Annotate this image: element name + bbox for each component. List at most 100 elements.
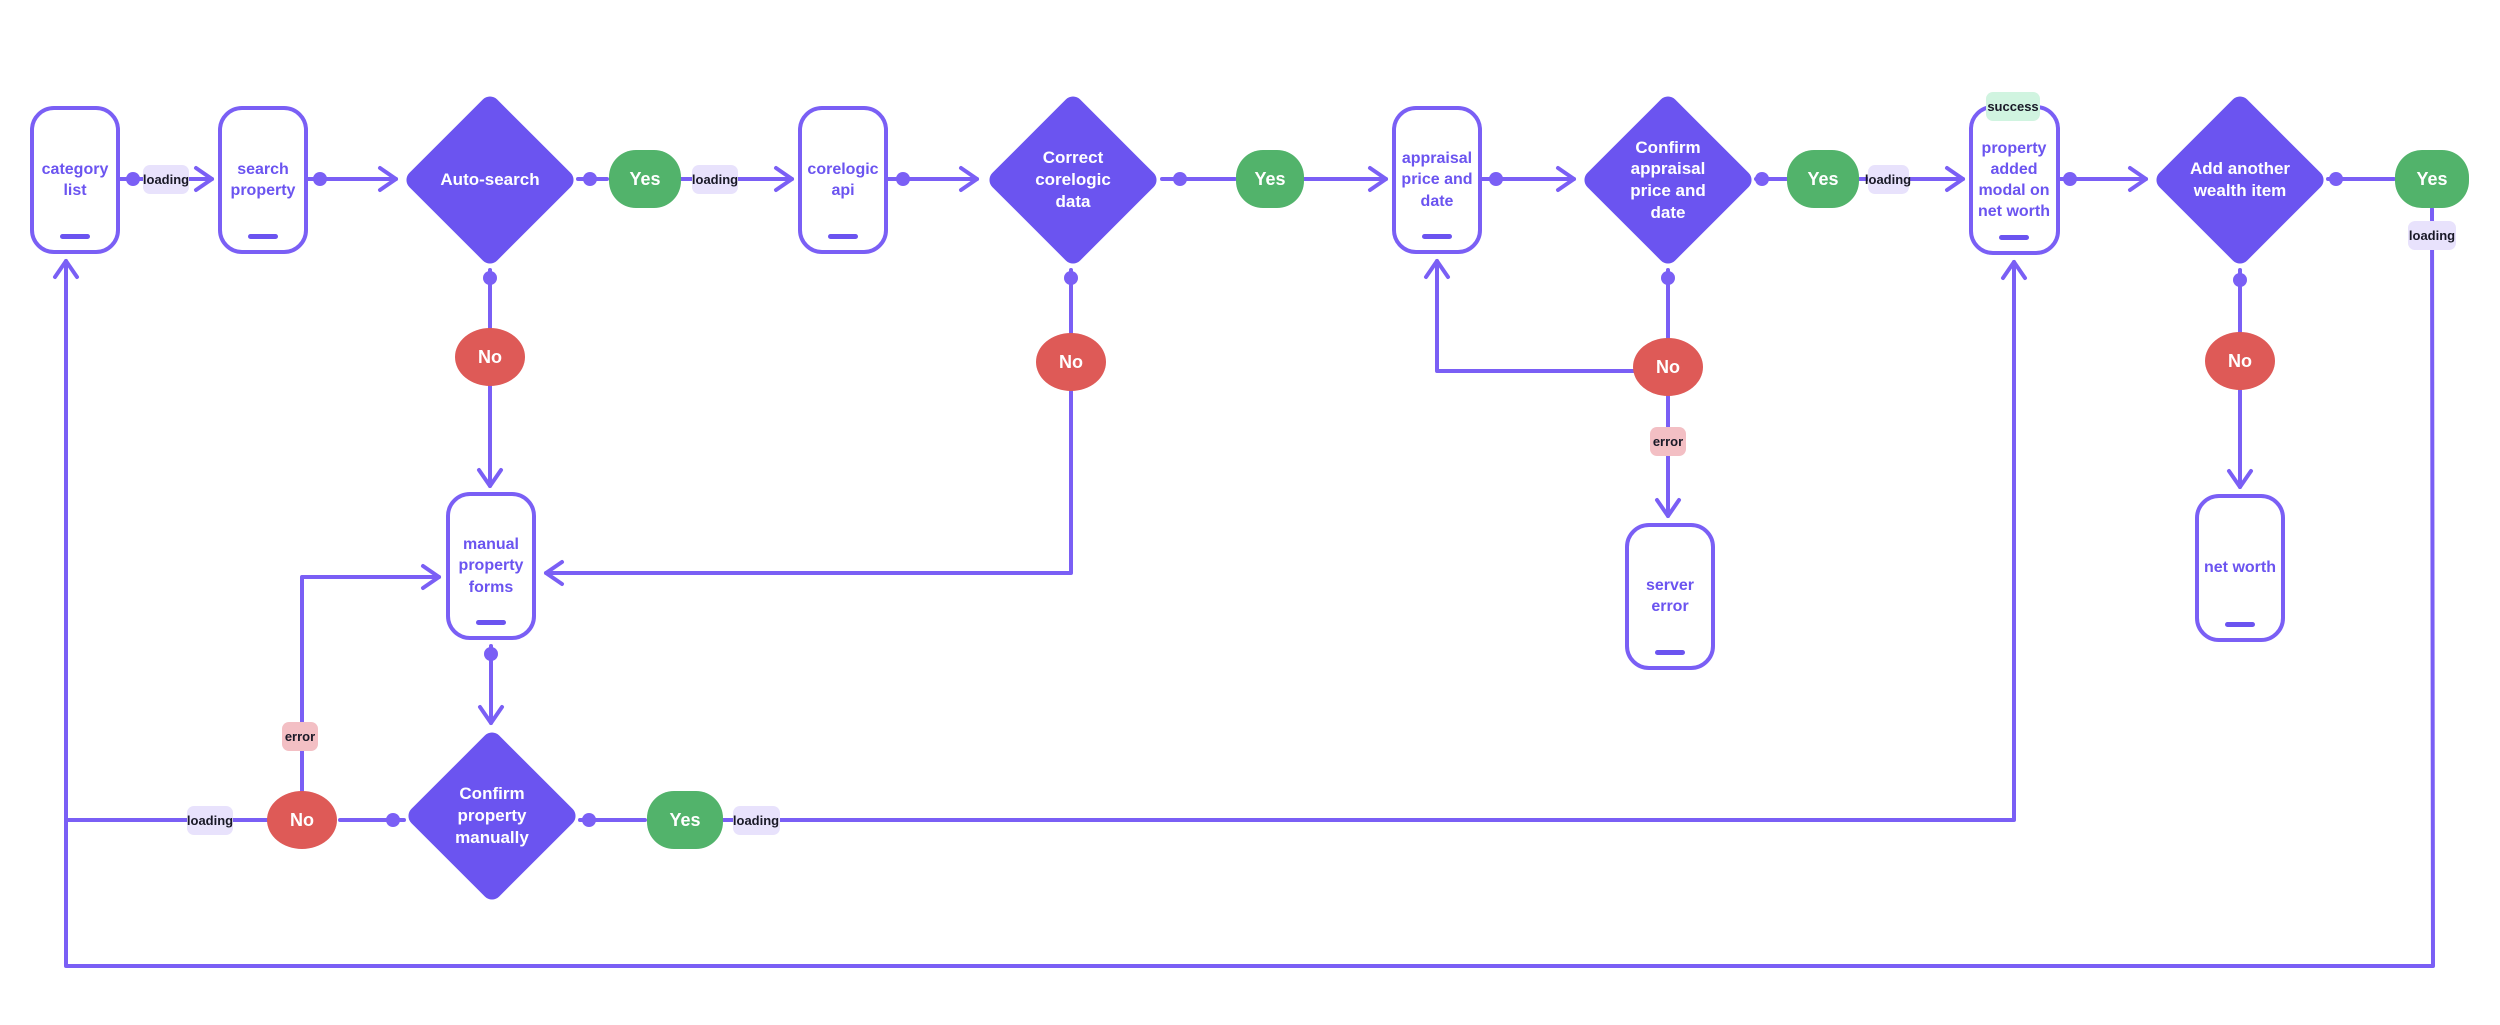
edge-start-dot — [2063, 172, 2077, 186]
tag-error-server-label: error — [1652, 433, 1684, 449]
yes-pill-corelogic-data-label: Yes — [1254, 168, 1286, 189]
edge-line — [721, 260, 2016, 822]
home-indicator-dash — [60, 234, 90, 239]
arrowhead-icon — [477, 468, 503, 488]
tag-loading-no-restart: loading — [186, 805, 234, 835]
tag-loading-yes-add-another: loading — [2408, 220, 2456, 250]
screen-search-property: search property — [218, 106, 308, 254]
edge-start-dot — [1173, 172, 1187, 186]
screen-manual-property-forms: manual property forms — [446, 492, 536, 640]
decision-correct-corelogic-data-label: Correct corelogic data — [1035, 148, 1111, 211]
home-indicator-dash — [476, 620, 506, 625]
edge-start-dot — [2329, 172, 2343, 186]
no-pill-auto-search-label: No — [478, 346, 502, 367]
edge-line — [544, 268, 1073, 575]
arrowhead-icon — [544, 560, 564, 586]
tag-loading-yes-corelogic-label: loading — [691, 171, 739, 187]
no-pill-appraisal: No — [1633, 338, 1703, 396]
edge-line — [64, 207, 2435, 968]
arrowhead-icon — [1424, 259, 1450, 279]
decision-auto-search: Auto-search — [402, 92, 578, 268]
decision-confirm-property-manually: Confirm property manually — [404, 728, 580, 904]
yes-pill-auto-search-label: Yes — [629, 168, 661, 189]
edge-start-dot — [1064, 271, 1078, 285]
arrowhead-icon — [1556, 166, 1576, 192]
decision-confirm-appraisal: Confirm appraisal price and date — [1580, 92, 1756, 268]
no-pill-corelogic-data-label: No — [1059, 351, 1083, 372]
decision-auto-search-label: Auto-search — [440, 170, 540, 190]
tag-loading-yes-manual: loading — [732, 805, 780, 835]
tag-error-manual-forms-label: error — [284, 728, 316, 744]
tag-error-server: error — [1650, 426, 1686, 456]
arrowhead-icon — [378, 166, 398, 192]
tag-loading-yes-property-label: loading — [1864, 171, 1912, 187]
screen-corelogic-api-label: corelogic api — [807, 160, 879, 199]
home-indicator-dash — [2225, 622, 2255, 627]
edge-start-dot — [896, 172, 910, 186]
no-pill-corelogic-data: No — [1036, 333, 1106, 391]
screen-search-property-label: search property — [230, 160, 296, 199]
edge-start-dot — [483, 271, 497, 285]
screen-property-added-modal-label: property added modal on net worth — [1978, 139, 2050, 221]
screen-appraisal-price-date-label: appraisal price and date — [1401, 150, 1473, 210]
edge-start-dot — [1489, 172, 1503, 186]
yes-pill-add-another-label: Yes — [2416, 168, 2448, 189]
edge-line — [1435, 259, 1670, 373]
edge-start-dot — [484, 647, 498, 661]
tag-loading-yes-manual-label: loading — [732, 812, 780, 828]
no-pill-add-another: No — [2205, 332, 2275, 390]
screen-property-added-modal: property added modal on net worth — [1968, 105, 2060, 255]
edge-start-dot — [126, 172, 140, 186]
no-pill-appraisal-label: No — [1656, 356, 1680, 377]
arrowhead-icon — [2227, 469, 2253, 489]
screen-net-worth-label: net worth — [2204, 559, 2276, 577]
arrowhead-icon — [478, 705, 504, 725]
edge-start-dot — [1755, 172, 1769, 186]
arrowhead-icon — [1368, 166, 1388, 192]
tag-loading-yes-add-another-label: loading — [2408, 227, 2456, 243]
tag-loading-yes-corelogic: loading — [691, 164, 739, 194]
edge-start-dot — [1661, 271, 1675, 285]
home-indicator-dash — [828, 234, 858, 239]
tag-success-property-added: success — [1986, 91, 2040, 121]
yes-pill-add-another: Yes — [2395, 150, 2469, 208]
home-indicator-dash — [1422, 234, 1452, 239]
tag-success-property-added-label: success — [1987, 98, 2039, 114]
yes-pill-confirm-manually: Yes — [647, 791, 723, 849]
tag-loading-yes-property: loading — [1864, 164, 1912, 194]
decision-add-another-wealth-item-label: Add another wealth item — [2189, 159, 2291, 200]
edge-line — [300, 575, 441, 794]
arrowhead-icon — [959, 166, 979, 192]
decision-confirm-appraisal-label: Confirm appraisal price and date — [1630, 137, 1706, 222]
screen-appraisal-price-date: appraisal price and date — [1392, 106, 1482, 254]
arrowhead-icon — [1945, 166, 1965, 192]
home-indicator-dash — [1655, 649, 1685, 655]
no-pill-auto-search: No — [455, 328, 525, 386]
screen-manual-property-forms-label: manual property forms — [458, 536, 524, 596]
arrowhead-icon — [774, 166, 794, 192]
screen-server-error: server error — [1625, 522, 1715, 670]
yes-pill-appraisal-label: Yes — [1807, 168, 1839, 189]
tag-loading-category-search-label: loading — [142, 171, 190, 187]
arrowhead-icon — [1655, 498, 1681, 518]
arrowhead-icon — [421, 564, 441, 590]
edge-start-dot — [583, 172, 597, 186]
edge-start-dot — [582, 813, 596, 827]
screen-category-list: category list — [30, 106, 120, 254]
yes-pill-appraisal: Yes — [1787, 150, 1859, 208]
tag-error-manual-forms: error — [282, 721, 318, 751]
no-pill-add-another-label: No — [2228, 350, 2252, 371]
edge-start-dot — [313, 172, 327, 186]
arrowhead-icon — [53, 259, 79, 279]
tag-loading-category-search: loading — [142, 164, 190, 194]
decision-confirm-property-manually-label: Confirm property manually — [455, 784, 529, 847]
yes-pill-auto-search: Yes — [609, 150, 681, 208]
yes-pill-corelogic-data: Yes — [1236, 150, 1304, 208]
screen-corelogic-api: corelogic api — [798, 106, 888, 254]
home-indicator-dash — [1999, 235, 2029, 240]
home-indicator-dash — [248, 234, 278, 239]
tag-loading-no-restart-label: loading — [186, 812, 234, 828]
no-pill-confirm-manually-label: No — [290, 809, 314, 830]
edge-start-dot — [386, 813, 400, 827]
